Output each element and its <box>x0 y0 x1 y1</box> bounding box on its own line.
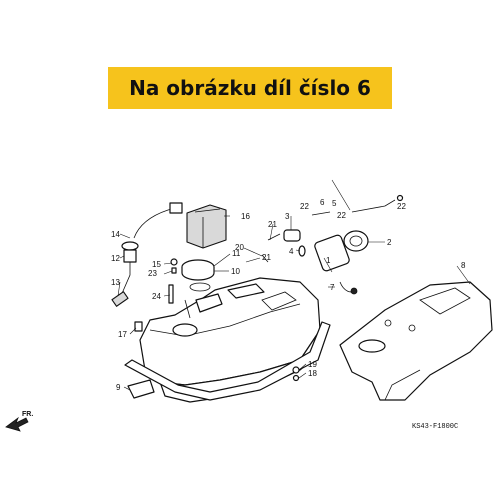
callout-2: 2 <box>387 238 392 247</box>
callout-17: 17 <box>118 330 127 339</box>
callout-9: 9 <box>116 383 121 392</box>
callout-6: 6 <box>320 198 325 207</box>
callout-10: 10 <box>231 267 240 276</box>
direction-label: FR. <box>22 411 33 418</box>
fuel-sender <box>111 202 183 307</box>
tank-tray <box>124 321 331 401</box>
callout-19: 19 <box>308 360 317 369</box>
callout-21-upper: 21 <box>268 220 277 229</box>
callout-22-middle: 22 <box>337 211 346 220</box>
fuel-pump <box>261 194 404 295</box>
fasteners <box>127 321 300 399</box>
callout-4: 4 <box>289 247 294 256</box>
callout-5: 5 <box>332 199 337 208</box>
leader-lines <box>117 179 471 391</box>
callout-12: 12 <box>111 254 120 263</box>
callout-14: 14 <box>111 230 120 239</box>
callout-18: 18 <box>308 369 317 378</box>
diagram-code: KS43-F1800C <box>412 423 458 431</box>
inner-cover <box>339 281 493 401</box>
callout-8: 8 <box>461 261 466 270</box>
callout-20: 20 <box>235 243 244 252</box>
callout-15: 15 <box>152 260 161 269</box>
callout-7: 7 <box>330 283 335 292</box>
callout-22-left: 22 <box>300 202 309 211</box>
callout-23: 23 <box>148 269 157 278</box>
callouts: 1 2 3 4 5 6 7 8 9 10 11 12 13 14 15 16 1… <box>111 198 466 392</box>
callout-24: 24 <box>152 292 161 301</box>
callout-1: 1 <box>326 256 331 265</box>
callout-13: 13 <box>111 278 120 287</box>
banner-text: Na obrázku díl číslo 6 <box>129 76 371 100</box>
callout-16: 16 <box>241 212 250 221</box>
fuel-tank <box>139 277 321 403</box>
part-16-box <box>186 204 227 249</box>
front-direction-arrow: FR. <box>5 411 33 432</box>
callout-11: 11 <box>232 249 241 258</box>
fuel-cap <box>168 258 215 304</box>
title-banner: Na obrázku díl číslo 6 <box>108 67 392 109</box>
callout-22-right: 22 <box>397 202 406 211</box>
callout-21-lower: 21 <box>262 253 271 262</box>
callout-3: 3 <box>285 212 290 221</box>
